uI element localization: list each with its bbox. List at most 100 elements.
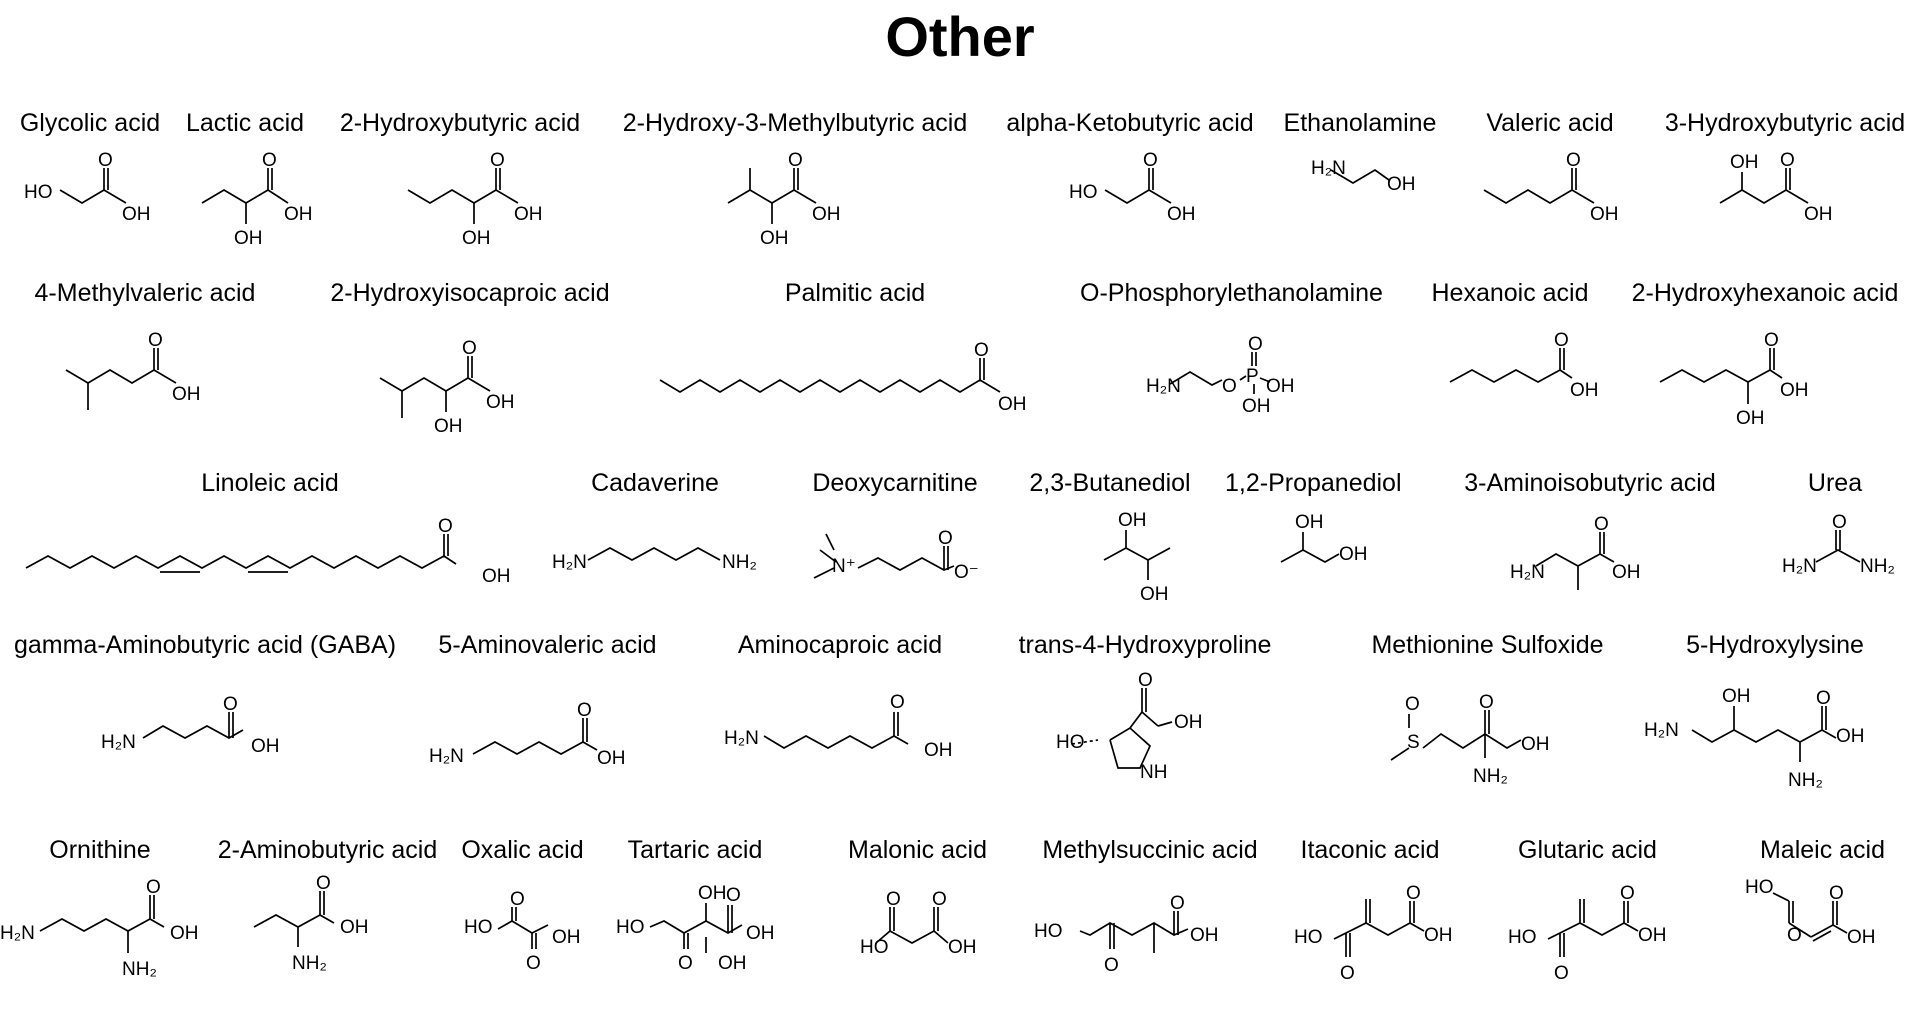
svg-text:O: O xyxy=(1620,883,1635,904)
compound-deoxycarnitine: Deoxycarnitine N⁺ O O⁻ xyxy=(790,468,1000,598)
svg-text:N⁺: N⁺ xyxy=(832,556,856,577)
svg-text:OH: OH xyxy=(1847,927,1876,948)
compound-name: Oxalic acid xyxy=(461,836,584,864)
compound-2-3-butanediol: 2,3-Butanediol OH OH xyxy=(1020,468,1200,618)
svg-text:OH: OH xyxy=(552,927,581,948)
svg-text:NH₂: NH₂ xyxy=(122,959,157,980)
compound-name: Ethanolamine xyxy=(1283,109,1437,137)
compound-name: Glutaric acid xyxy=(1518,836,1657,864)
svg-text:O: O xyxy=(1787,925,1802,946)
compound-hexanoic-acid: Hexanoic acid O OH xyxy=(1420,278,1600,428)
svg-text:O: O xyxy=(1104,955,1119,976)
compound-name: Malonic acid xyxy=(848,836,987,864)
compound-cadaverine: Cadaverine H₂N NH₂ xyxy=(540,468,770,598)
svg-text:OH: OH xyxy=(1140,584,1169,605)
page-title: Other xyxy=(885,5,1035,68)
svg-text:OH: OH xyxy=(340,917,369,938)
svg-text:OH: OH xyxy=(1836,726,1865,747)
compound-name: Tartaric acid xyxy=(627,836,763,864)
compound-linoleic-acid: Linoleic acid O OH xyxy=(20,468,520,598)
structure-diagram: O OH xyxy=(1483,150,1619,225)
svg-text:O: O xyxy=(490,150,505,171)
svg-text:O: O xyxy=(1405,694,1420,715)
svg-text:OH: OH xyxy=(1424,925,1453,946)
svg-text:OH: OH xyxy=(1118,510,1147,531)
structure-diagram: H₂N OH O OH NH₂ xyxy=(1644,686,1865,791)
svg-text:O: O xyxy=(577,700,592,721)
compound-name: Deoxycarnitine xyxy=(812,469,978,497)
compound-5-aminovaleric-acid: 5-Aminovaleric acid H₂N O OH xyxy=(425,630,670,780)
svg-text:OH: OH xyxy=(1638,925,1667,946)
compound-name: Lactic acid xyxy=(185,109,305,137)
svg-text:HO: HO xyxy=(616,917,645,938)
svg-text:OH: OH xyxy=(170,923,199,944)
compound-itaconic-acid: Itaconic acid HO O O OH xyxy=(1290,835,1453,1005)
compound-name: 5-Hydroxylysine xyxy=(1686,631,1864,659)
svg-text:O: O xyxy=(223,694,238,715)
compound-glycolic-acid: Glycolic acid HO O OH xyxy=(10,108,170,228)
structure-diagram: H₂N O OH xyxy=(724,692,953,761)
compound-name: Linoleic acid xyxy=(201,469,339,497)
structure-diagram: O OH xyxy=(659,340,1027,415)
svg-text:O: O xyxy=(1340,963,1355,984)
compound-name: Urea xyxy=(1807,469,1863,497)
svg-text:OH: OH xyxy=(812,204,841,225)
svg-text:NH₂: NH₂ xyxy=(1473,766,1508,787)
compound-2-hydroxy-3-methylbutyric-acid: 2-Hydroxy-3-Methylbutyric acid O OH OH xyxy=(610,108,980,249)
svg-text:S: S xyxy=(1407,732,1420,753)
compound-3-aminoisobutyric-acid: 3-Aminoisobutyric acid H₂N O OH xyxy=(1450,468,1730,618)
compound-name: Ornithine xyxy=(49,836,151,864)
svg-text:HO: HO xyxy=(860,937,889,958)
compound-alpha-ketobutyric-acid: alpha-Ketobutyric acid HO O OH xyxy=(995,108,1265,228)
structure-diagram: O H₂N NH₂ xyxy=(1782,512,1895,577)
svg-text:O: O xyxy=(1594,514,1609,535)
structure-diagram: HO O O OH xyxy=(1294,883,1453,984)
compound-name: Valeric acid xyxy=(1486,109,1614,137)
svg-text:H₂N: H₂N xyxy=(429,746,464,767)
compound-trans-4-hydroxyproline: trans-4-Hydroxyproline HO O OH NH xyxy=(1010,630,1280,790)
compound-maleic-acid: Maleic acid HO O O OH xyxy=(1735,835,1910,1005)
svg-text:NH₂: NH₂ xyxy=(1788,770,1823,791)
svg-text:O: O xyxy=(1248,334,1263,355)
compound-2-aminobutyric-acid: 2-Aminobutyric acid O OH NH₂ xyxy=(210,835,445,1005)
svg-text:O: O xyxy=(262,150,277,171)
svg-text:HO: HO xyxy=(24,182,53,203)
svg-text:OH: OH xyxy=(948,937,977,958)
svg-text:OH: OH xyxy=(718,953,747,974)
svg-text:OH: OH xyxy=(698,883,727,904)
compound-name: 3-Hydroxybutyric acid xyxy=(1664,109,1906,137)
compound-2-hydroxyhexanoic-acid: 2-Hydroxyhexanoic acid O OH OH xyxy=(1620,278,1910,438)
svg-text:H₂N: H₂N xyxy=(101,732,136,753)
structure-diagram: O OH xyxy=(1449,330,1599,401)
svg-text:O: O xyxy=(98,150,113,171)
svg-text:HO: HO xyxy=(1508,927,1537,948)
svg-text:OH: OH xyxy=(462,228,491,249)
svg-text:OH: OH xyxy=(1612,562,1641,583)
compound-name: 2-Hydroxyhexanoic acid xyxy=(1631,279,1899,307)
svg-text:O: O xyxy=(886,889,901,910)
svg-text:O: O xyxy=(526,953,541,974)
svg-text:O: O xyxy=(890,692,905,713)
svg-text:O: O xyxy=(1143,150,1158,171)
svg-text:NH₂: NH₂ xyxy=(1860,556,1895,577)
compound-2-hydroxybutyric-acid: 2-Hydroxybutyric acid O OH OH xyxy=(330,108,590,249)
svg-text:O: O xyxy=(1138,670,1153,691)
structure-diagram: HO OH O OH O OH xyxy=(616,883,775,974)
svg-text:O: O xyxy=(1566,150,1581,171)
structure-diagram: O OH OH xyxy=(1659,330,1809,429)
svg-text:O: O xyxy=(1780,150,1795,171)
svg-text:O: O xyxy=(1829,883,1844,904)
svg-text:H₂N: H₂N xyxy=(1510,562,1545,583)
structure-diagram: O OH OH xyxy=(407,150,543,249)
svg-text:OH: OH xyxy=(1387,174,1416,195)
compound-name: Glycolic acid xyxy=(19,109,161,137)
structure-diagram: H₂N O OH NH₂ xyxy=(0,877,199,980)
svg-text:OH: OH xyxy=(1736,408,1765,429)
svg-text:OH: OH xyxy=(234,228,263,249)
svg-text:OH: OH xyxy=(1780,380,1809,401)
compound-name: Itaconic acid xyxy=(1300,836,1440,864)
structure-diagram: OH OH xyxy=(1280,512,1368,565)
svg-text:O: O xyxy=(1554,330,1569,351)
svg-text:O: O xyxy=(462,338,477,359)
svg-text:H₂N: H₂N xyxy=(1644,720,1679,741)
